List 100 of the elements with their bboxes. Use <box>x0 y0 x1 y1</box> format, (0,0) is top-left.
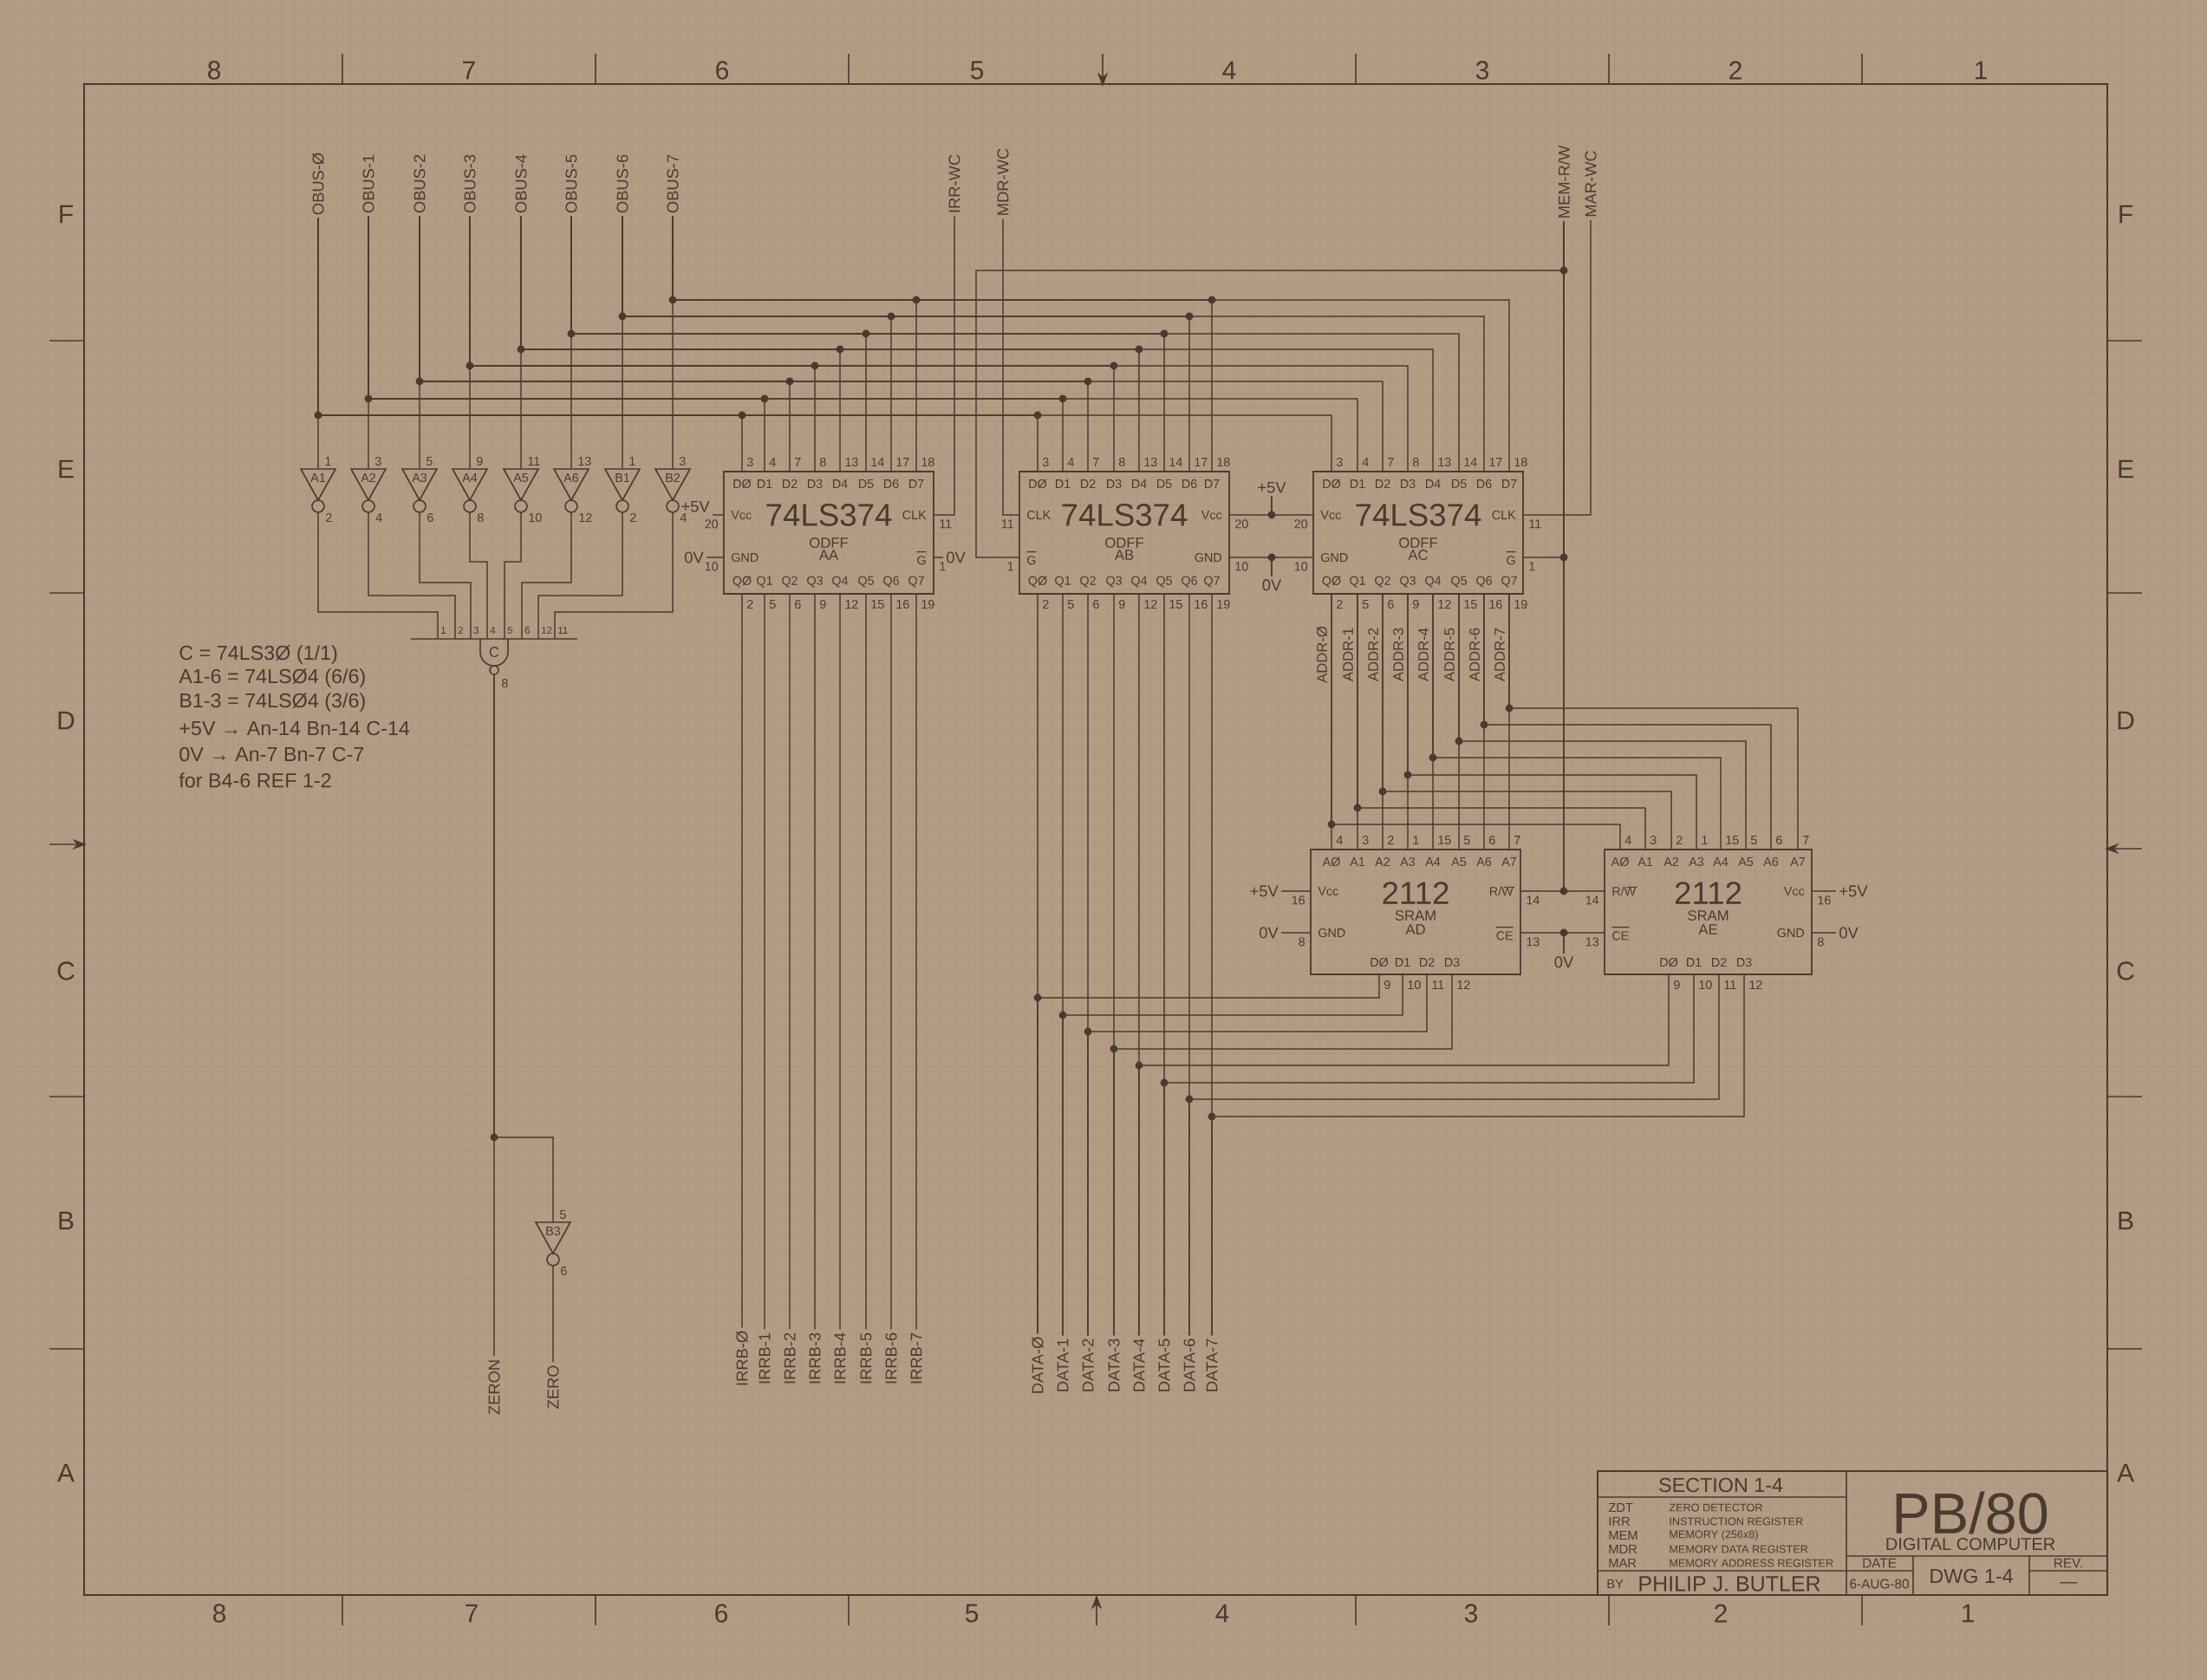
signal-label: IRRB-7 <box>910 1332 922 1384</box>
pin-label: D7 <box>1205 479 1220 488</box>
pin-label: GND <box>1318 928 1345 938</box>
pin-number: 8 <box>478 512 484 523</box>
pin-number: 1 <box>1007 562 1013 571</box>
pin-label: GND <box>1777 928 1804 938</box>
title-block-text: IRR <box>1609 1516 1630 1527</box>
drawing-title: PB/80 <box>1896 1491 2047 1534</box>
pin-number: 5 <box>1463 836 1470 844</box>
pin-number: 15 <box>1464 599 1477 609</box>
supply-label: +5V <box>681 500 710 512</box>
signal-label: OBUS-3 <box>464 154 476 213</box>
pin-number: 14 <box>1527 895 1540 905</box>
zone-label: F <box>2119 205 2132 224</box>
pin-label: D1 <box>1056 479 1071 488</box>
wire <box>1002 218 1020 516</box>
supply-label: +5V <box>1258 481 1286 493</box>
pin-label: AØ <box>1611 856 1629 867</box>
pin-label: DØ <box>1660 957 1678 967</box>
pin-label: GND <box>1321 552 1348 563</box>
signal-label: OBUS-6 <box>616 154 628 213</box>
pin-number: 1 <box>1702 836 1708 844</box>
wire <box>1403 593 1697 850</box>
note-text: +5V → An-14 Bn-14 C-14 <box>179 720 410 736</box>
pin-label: Q2 <box>1375 576 1390 588</box>
zone-label: C <box>57 961 75 980</box>
pin-label: D4 <box>833 479 848 488</box>
pin-number: 9 <box>1413 599 1419 609</box>
pin-number: 17 <box>896 458 909 466</box>
pin-number: 19 <box>1514 599 1527 609</box>
zone-label: F <box>60 205 73 224</box>
note-text: 0V → An-7 Bn-7 C-7 <box>179 746 364 762</box>
wire <box>469 511 488 640</box>
pin-number: 20 <box>1235 519 1248 529</box>
pin-label: D7 <box>1502 479 1517 488</box>
zone-label: D <box>2118 711 2134 730</box>
pin-number: 6 <box>1388 599 1394 609</box>
pin-label: CE <box>1611 926 1630 941</box>
pin-number: 11 <box>558 627 568 634</box>
pin-number: 11 <box>1529 519 1541 529</box>
signal-label: DATA-7 <box>1206 1338 1218 1391</box>
pin-number: 6 <box>561 1266 567 1276</box>
zone-label: 3 <box>1475 61 1489 80</box>
pin-number: 3 <box>746 457 753 467</box>
pin-label: D3 <box>1445 957 1460 967</box>
zone-label: B <box>2119 1211 2133 1230</box>
pin-label: Q4 <box>1131 576 1148 588</box>
zone-label: E <box>2119 459 2133 479</box>
pin-label: Q5 <box>858 576 874 588</box>
wire-label: ADDR-2 <box>1368 628 1378 681</box>
pin-number: 10 <box>1294 562 1308 571</box>
note-text: for B4-6 REF 1-2 <box>179 772 331 788</box>
pin-number: 2 <box>1337 600 1343 609</box>
title-block-text: ZERO DETECTOR <box>1669 1503 1762 1512</box>
wire <box>839 593 841 1331</box>
title-block-text: DIGITAL COMPUTER <box>1886 1537 2055 1551</box>
pin-number: 14 <box>1585 895 1599 905</box>
pin-number: 6 <box>795 599 801 609</box>
pin-number: 16 <box>1292 895 1305 905</box>
zone-label: D <box>58 711 75 730</box>
wire <box>504 511 522 640</box>
signal-label: OBUS-1 <box>362 154 374 213</box>
pin-number: 1 <box>940 562 946 571</box>
pin-label: D2 <box>1712 958 1727 967</box>
signal-label: OBUS-4 <box>515 154 527 213</box>
pin-number: 3 <box>1362 835 1369 845</box>
pin-number: 12 <box>1438 600 1451 609</box>
pin-number: 19 <box>921 599 934 609</box>
title-block-text: MEMORY (256x8) <box>1670 1530 1758 1540</box>
zone-label: 8 <box>213 1604 226 1623</box>
wire <box>764 593 765 1331</box>
wire <box>552 1265 554 1363</box>
zone-label: 5 <box>970 61 984 80</box>
pin-number: 6 <box>1776 835 1782 845</box>
zone-label: A <box>2117 1463 2134 1482</box>
pin-label: D2 <box>1376 479 1390 488</box>
pin-label: Q5 <box>1156 576 1172 588</box>
wire <box>1378 593 1672 850</box>
wire <box>933 557 944 558</box>
zone-label: 8 <box>208 61 221 80</box>
pin-number: 6 <box>1489 835 1495 845</box>
pin-number: 4 <box>375 513 382 522</box>
pin-number: 17 <box>1489 458 1502 466</box>
pin-label: A7 <box>1501 857 1517 866</box>
pin-number: 4 <box>769 458 776 466</box>
pin-number: 4 <box>680 513 687 522</box>
pin-number: 13 <box>1144 457 1157 467</box>
pin-label: D3 <box>808 479 823 489</box>
pin-label: A2 <box>1663 857 1679 866</box>
pin-label: Q2 <box>782 576 798 588</box>
wire <box>1271 495 1314 516</box>
signal-label: OBUS-2 <box>413 154 426 213</box>
pin-number: 3 <box>374 456 381 466</box>
signal-label: ZERON <box>488 1360 500 1415</box>
pin-number: 14 <box>871 458 884 466</box>
signal-label: DATA-6 <box>1183 1338 1195 1391</box>
zone-label: 3 <box>1464 1604 1478 1623</box>
pin-label: DØ <box>1029 479 1047 489</box>
zone-label: A <box>57 1463 75 1482</box>
signal-label: OBUS-5 <box>565 154 577 213</box>
